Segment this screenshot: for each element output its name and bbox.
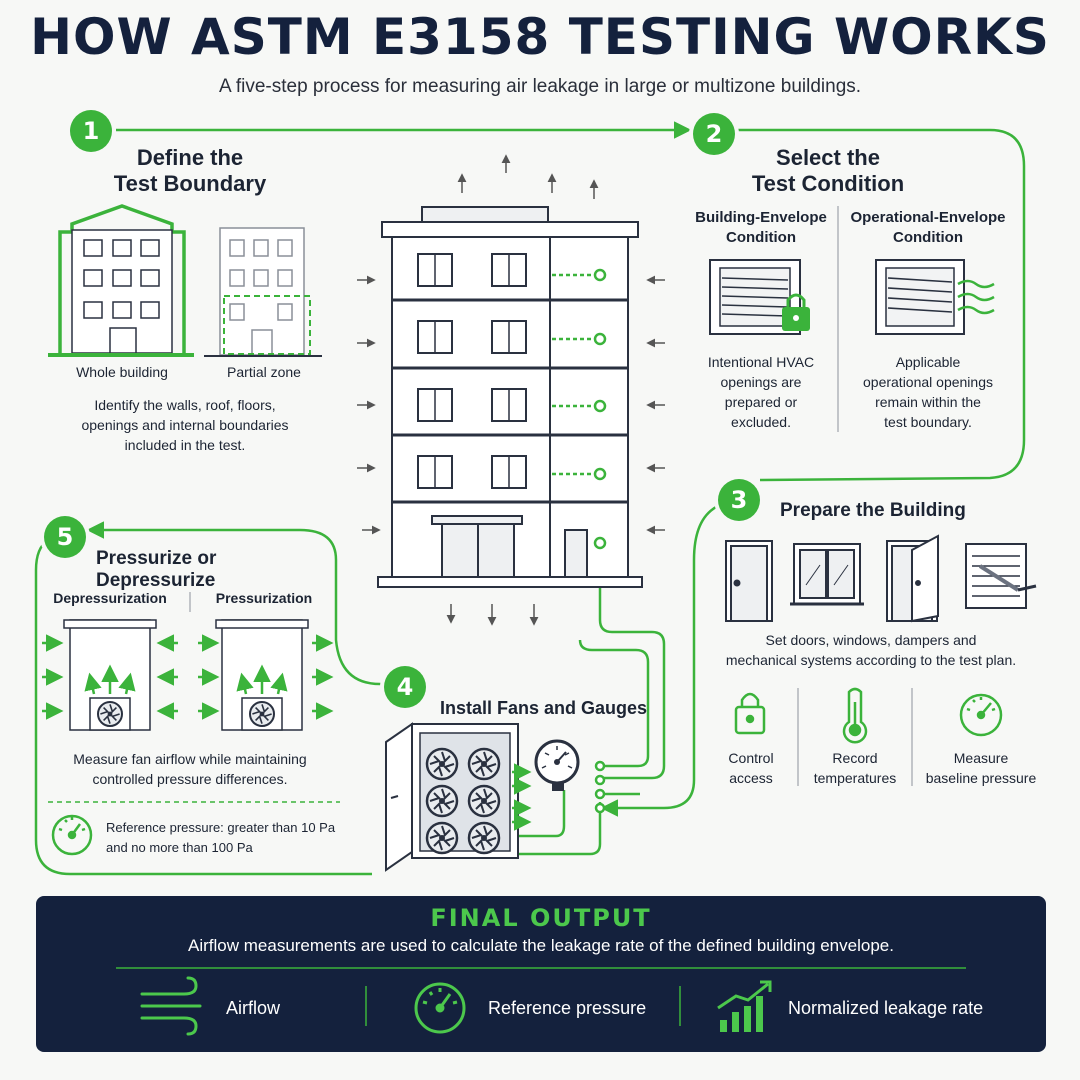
page-title: HOW ASTM E3158 TESTING WORKS [30,8,1050,66]
pressurization-drawing [198,619,334,731]
final-output-title: FINAL OUTPUT [430,904,652,932]
building-envelope-condition-title: Building-Envelope Condition [695,209,827,246]
step-5-description: Measure fan airflow while maintaining co… [73,751,307,787]
locked-vent-icon [709,259,810,335]
connector-5-frame [34,538,372,876]
open-vent-airflow-icon [875,259,995,335]
fan-cabinet-drawing [385,722,519,872]
mode-depressurization: Depressurization [53,590,167,606]
airflow-icon [140,976,202,1036]
task-record-temperatures-label: Record temperatures [813,750,897,786]
partial-zone-drawing [204,227,322,357]
gauge-ports [594,760,606,814]
step-1-badge: 1 [70,110,112,152]
connector-4-to-5 [86,521,384,686]
step-connectors [34,121,1026,876]
prep-window-icon [790,543,864,606]
reference-gauge-icon [51,814,93,856]
building-envelope-condition-description: Intentional HVAC openings are prepared o… [707,354,815,430]
final-item-normalized-leakage-rate: Normalized leakage rate [788,998,984,1018]
bar-chart-icon [717,980,772,1032]
fan-airflow-arrows [512,763,532,831]
prep-damper-icon [965,543,1037,609]
operational-envelope-condition-title: Operational-Envelope Condition [850,209,1006,246]
connector-2-to-3 [736,128,1026,482]
reference-pressure-text: Reference pressure: greater than 10 Pa a… [106,820,336,855]
option-whole-building: Whole building [76,364,168,380]
mode-pressurization: Pressurization [215,590,313,606]
task-dividers [797,688,913,786]
pressure-gauge-drawing [534,739,580,791]
final-item-airflow: Airflow [226,998,281,1018]
step-5-badge: 5 [44,516,86,558]
final-output-graphics [116,967,966,1036]
task-measure-baseline-pressure-label: Measure baseline pressure [925,750,1037,786]
step-1-description: Identify the walls, roof, floors, openin… [81,397,289,453]
step-3-title: Prepare the Building [780,500,966,521]
step-3-badge: 3 [718,479,760,521]
connector-3-to-4 [600,504,719,817]
task-lock-icon [734,692,766,735]
operational-envelope-condition-description: Applicable operational openings remain w… [863,354,993,430]
depressurization-drawing [42,619,178,731]
task-control-access-label: Control access [728,750,774,786]
step-4-badge: 4 [384,666,426,708]
page-subtitle: A five-step process for measuring air le… [218,76,862,97]
task-gauge-icon [959,693,1003,737]
reference-pressure-gauge-icon [414,982,466,1034]
floor-sensors [552,268,607,550]
prep-open-door-icon [886,534,939,623]
whole-building-drawing [48,204,194,357]
step-2-title: Select the Test Condition [751,145,905,196]
prep-door-icon [725,540,773,622]
step-1-title: Define the Test Boundary [113,145,267,196]
building-airflow-arrows [357,154,665,626]
option-partial-zone: Partial zone [227,364,301,380]
task-thermometer-icon [842,687,868,744]
step-2-badge: 2 [693,113,735,155]
final-output-text: Airflow measurements are used to calcula… [188,936,894,955]
step-4-title: Install Fans and Gauges [440,698,648,718]
step-3-description: Set doors, windows, dampers and mechanic… [725,632,1017,668]
final-output-panel [36,896,1046,1052]
final-item-reference-pressure: Reference pressure [488,998,647,1018]
step-5-title: Pressurize or Depressurize [96,548,217,591]
central-building-drawing [377,206,643,588]
